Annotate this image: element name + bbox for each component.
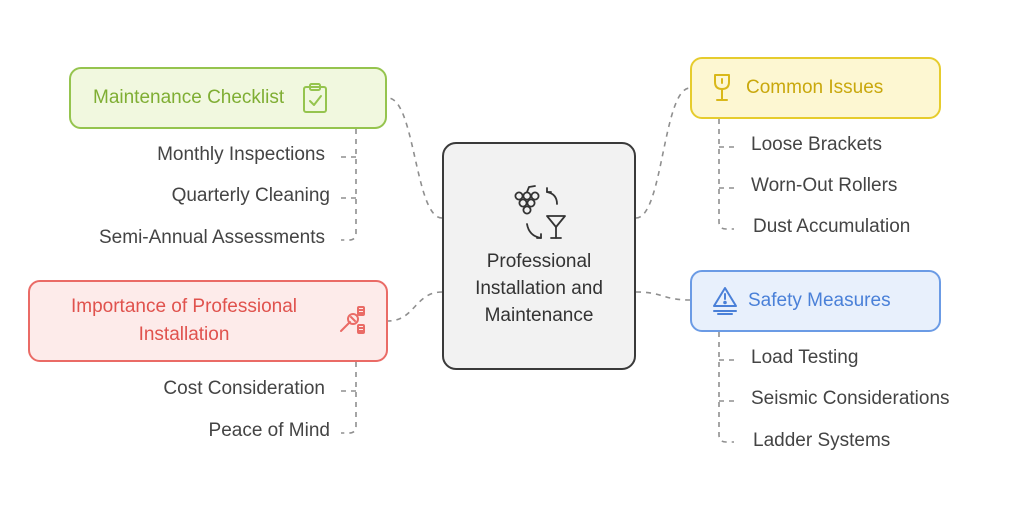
list-item: Cost Consideration xyxy=(163,378,325,399)
warning-icon xyxy=(712,286,738,316)
connector-importance xyxy=(387,291,443,322)
common-issues-label: Common Issues xyxy=(746,77,884,98)
list-item: Loose Brackets xyxy=(751,134,882,155)
safety-measures-node: Safety Measures xyxy=(690,270,941,332)
maintenance-checklist-node: Maintenance Checklist xyxy=(69,67,387,129)
center-node: Professional Installation and Maintenanc… xyxy=(442,142,636,370)
wrench-screws-icon xyxy=(338,305,368,337)
list-item: Peace of Mind xyxy=(208,420,330,441)
connector-safety xyxy=(635,291,691,301)
connector-issues-items xyxy=(718,119,734,230)
list-item: Ladder Systems xyxy=(753,430,891,451)
connector-importance-items xyxy=(341,362,357,434)
importance-installation-label: Importance of Professional Installation xyxy=(70,296,297,345)
connector-maintenance-items xyxy=(341,129,357,241)
importance-installation-node: Importance of Professional Installation xyxy=(28,280,388,362)
safety-measures-label: Safety Measures xyxy=(748,290,891,311)
connector-issues xyxy=(635,87,691,219)
list-item: Load Testing xyxy=(751,347,859,368)
connector-safety-items xyxy=(718,332,734,443)
maintenance-checklist-label: Maintenance Checklist xyxy=(93,87,285,108)
connector-maintenance xyxy=(387,97,443,219)
center-title: Professional Installation and Maintenanc… xyxy=(475,250,603,326)
grapes-wine-cycle-icon xyxy=(511,184,567,242)
common-issues-node: Common Issues xyxy=(690,57,941,119)
list-item: Monthly Inspections xyxy=(157,144,325,165)
list-item: Dust Accumulation xyxy=(753,216,911,237)
list-item: Semi-Annual Assessments xyxy=(99,227,325,248)
clipboard-check-icon xyxy=(302,82,328,114)
list-item: Worn-Out Rollers xyxy=(751,175,898,196)
wine-glass-icon xyxy=(712,73,732,103)
list-item: Quarterly Cleaning xyxy=(171,185,330,206)
list-item: Seismic Considerations xyxy=(751,388,950,409)
